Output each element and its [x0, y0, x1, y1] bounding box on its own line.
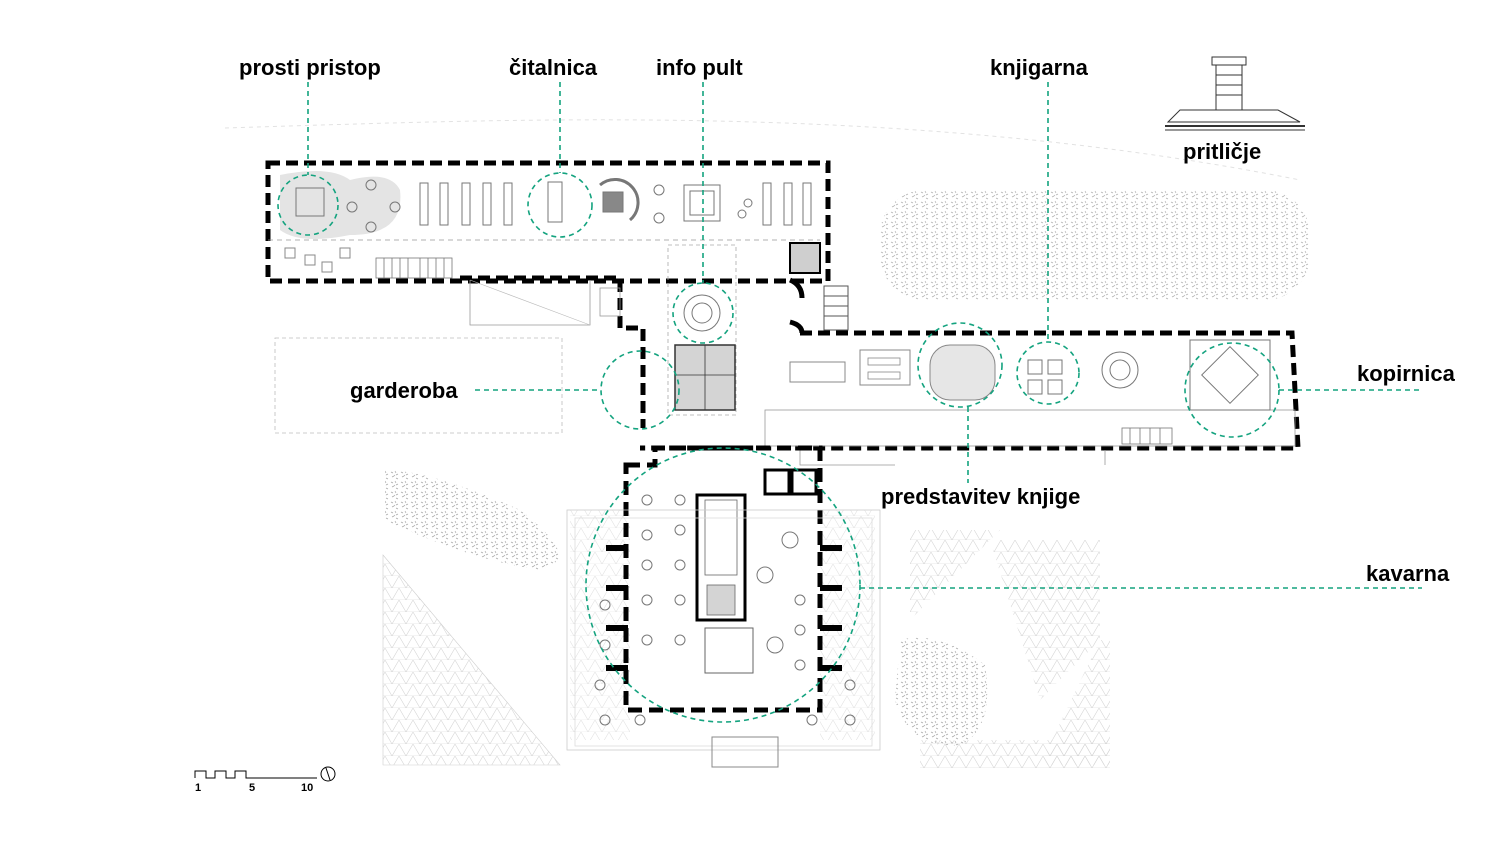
zone-citalnica: [527, 172, 593, 238]
scale-tick-1: 1: [195, 782, 202, 794]
south-wing: [566, 445, 881, 768]
zone-predstavitev-knjige: [917, 322, 1003, 408]
scale-bar: [194, 770, 317, 779]
north-arrow-icon: [320, 766, 336, 782]
scale-tick-10: 10: [301, 782, 314, 794]
label-info-pult: info pult: [656, 55, 743, 80]
scale-tick-5: 5: [249, 782, 256, 794]
site-outline: [224, 119, 1301, 181]
east-wing: [640, 330, 1301, 466]
central-hall: [460, 244, 849, 428]
zone-info-pult: [672, 282, 734, 344]
label-kavarna: kavarna: [1366, 561, 1450, 586]
trees: [385, 190, 1310, 746]
zone-kopirnica: [1184, 342, 1280, 438]
zone-knjigarna: [1016, 341, 1080, 405]
label-kopirnica: kopirnica: [1357, 361, 1455, 386]
zone-markers: [277, 82, 1422, 723]
paving: [382, 510, 1110, 768]
zone-garderoba: [600, 350, 680, 430]
north-wing: [265, 160, 831, 284]
label-garderoba: garderoba: [350, 378, 458, 403]
label-prosti-pristop: prosti pristop: [239, 55, 381, 80]
label-knjigarna: knjigarna: [990, 55, 1088, 80]
label-pritlicje: pritličje: [1183, 139, 1262, 164]
label-citalnica: čitalnica: [509, 55, 598, 80]
ghost-volume: [274, 337, 563, 434]
label-predstavitev-knjige: predstavitev knjige: [881, 484, 1081, 509]
building-key-icon: [1165, 56, 1305, 131]
zone-prosti-pristop: [277, 174, 339, 236]
zone-kavarna: [585, 447, 861, 723]
